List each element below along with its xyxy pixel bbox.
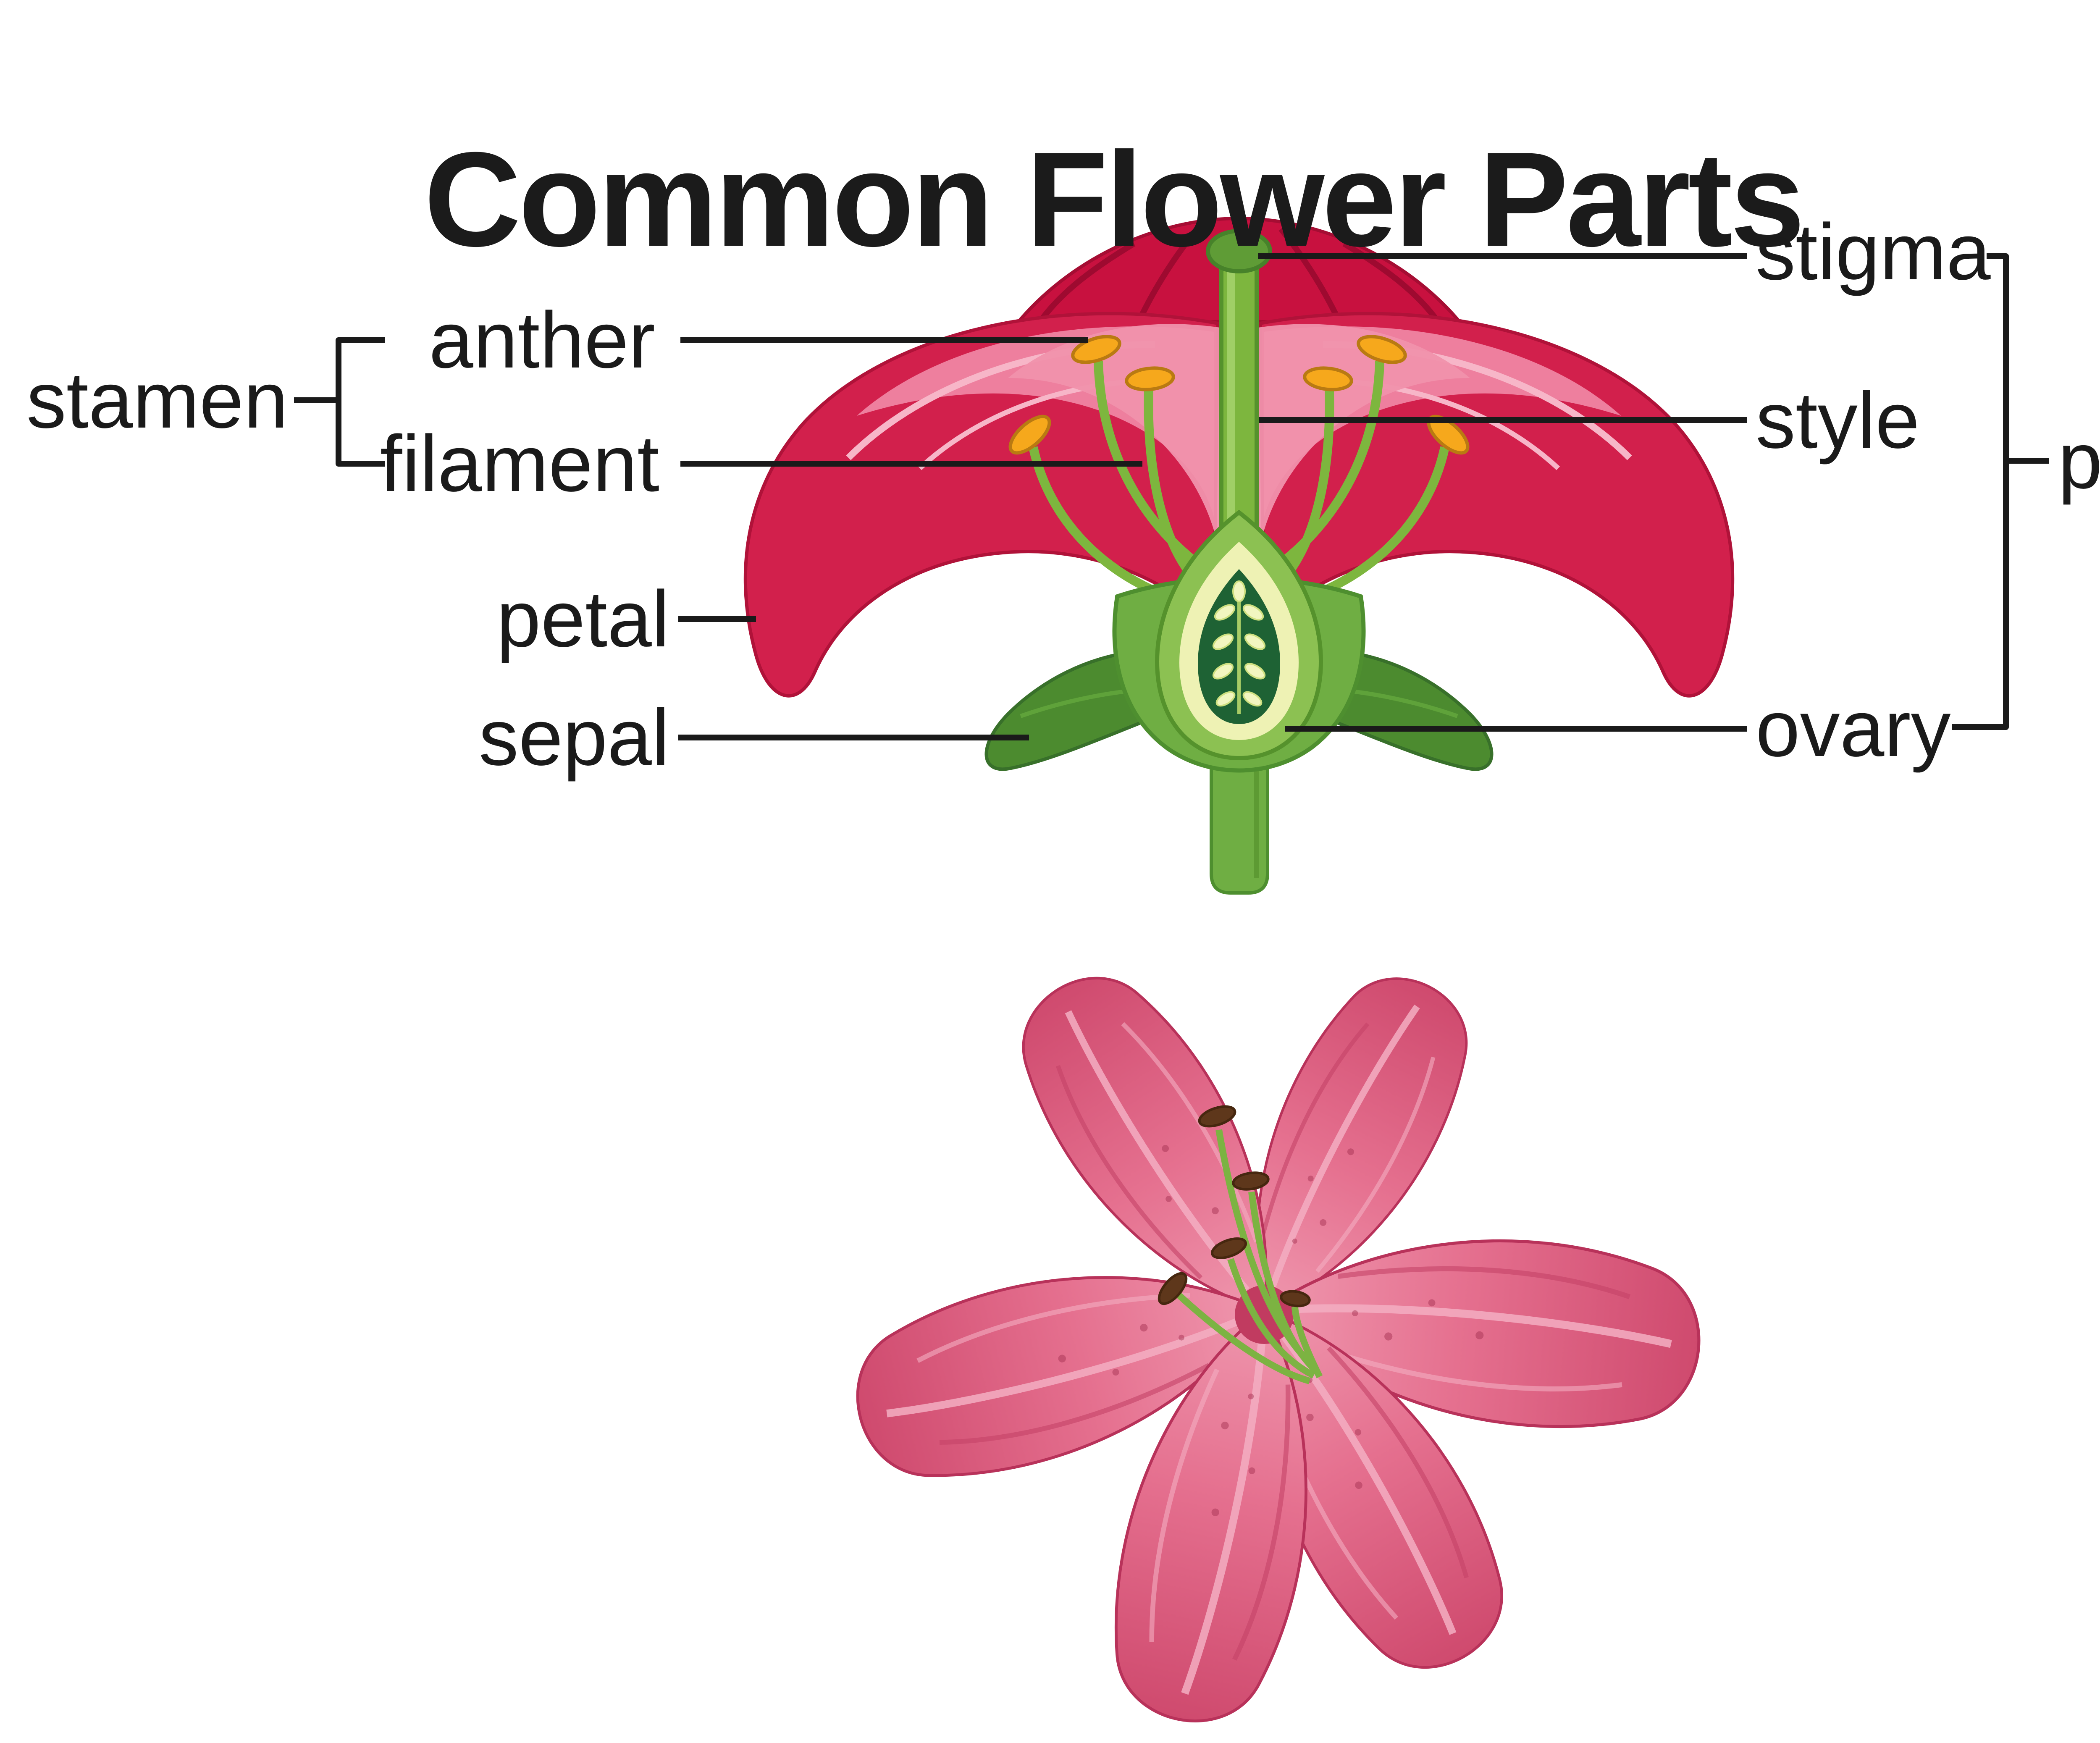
label-filament: filament [380,419,659,508]
label-ovary: ovary [1756,684,1951,773]
page-title: Common Flower Parts [424,124,1805,275]
pistil-style [1206,229,1272,567]
label-pistil: pistil [2058,416,2100,505]
label-stigma: stigma [1756,207,1991,297]
ovules [1212,580,1266,714]
label-anther: anther [429,296,655,385]
label-petal: petal [496,575,669,664]
label-sepal: sepal [478,693,669,782]
flower-cross-section-illustration [743,216,1735,895]
lily-stamens [1158,1105,1323,1384]
stamen-bracket [336,337,385,467]
anther-orange-group [1008,335,1470,455]
label-style: style [1756,376,1920,465]
lily-flower-illustration [838,947,1706,1737]
stigma-cap [1206,229,1272,273]
pointer-lines [294,253,2049,740]
anther-brown-group [1158,1105,1311,1307]
label-stamen: stamen [26,356,288,445]
pistil-bracket [1952,253,2009,730]
ovary-section [1155,509,1323,761]
